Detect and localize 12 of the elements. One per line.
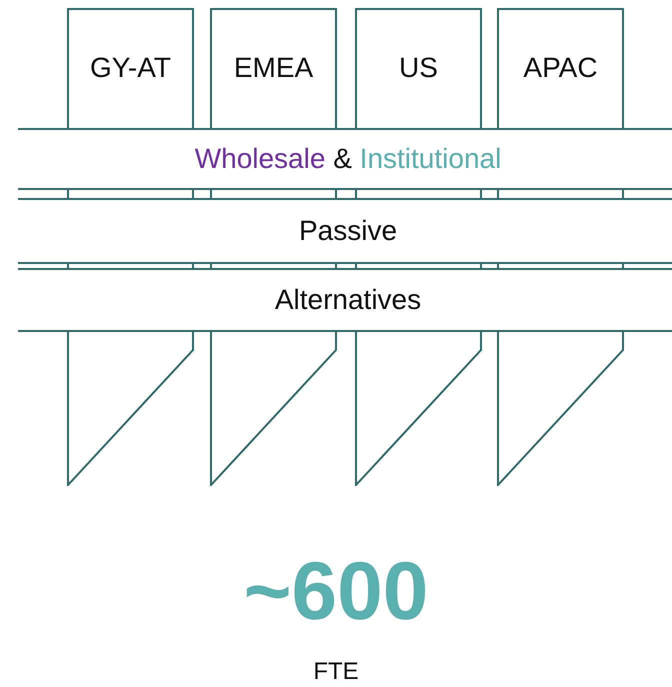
- band: [18, 268, 672, 332]
- band: [18, 198, 672, 264]
- region-label: EMEA: [232, 51, 314, 85]
- region-label: US: [398, 51, 439, 85]
- unit-label: FTE: [313, 658, 359, 685]
- band-label: Alternatives: [274, 284, 422, 316]
- region-label: APAC: [522, 51, 599, 85]
- band-label: Wholesale & Institutional: [194, 143, 502, 175]
- band-label: Passive: [298, 215, 398, 247]
- headcount-number: ~600: [244, 546, 428, 637]
- band: [18, 128, 672, 190]
- region-label: GY-AT: [89, 51, 172, 85]
